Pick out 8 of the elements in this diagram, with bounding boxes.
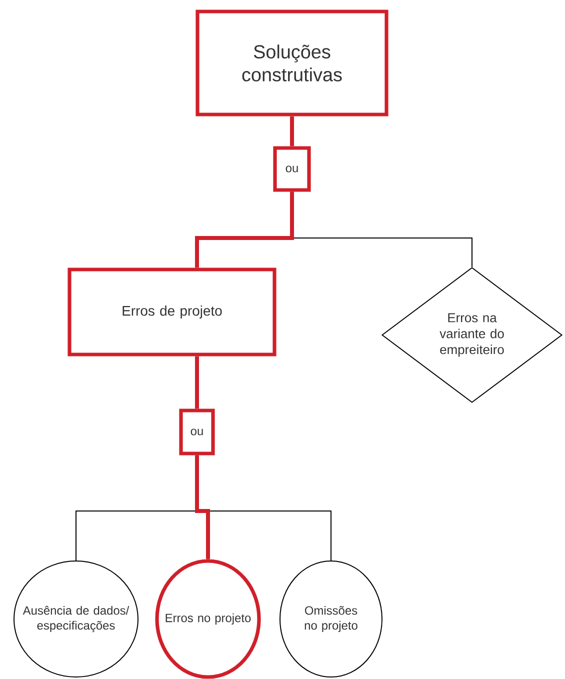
event-box: Soluções construtivas xyxy=(196,10,388,116)
connector-line xyxy=(195,356,199,409)
or-gate-box: ou xyxy=(273,146,311,192)
connector-line xyxy=(195,455,210,560)
or-gate-box: ou xyxy=(179,408,215,456)
connector-line xyxy=(290,116,294,146)
connector-line xyxy=(195,192,294,268)
event-box: Erros de projeto xyxy=(68,268,276,356)
